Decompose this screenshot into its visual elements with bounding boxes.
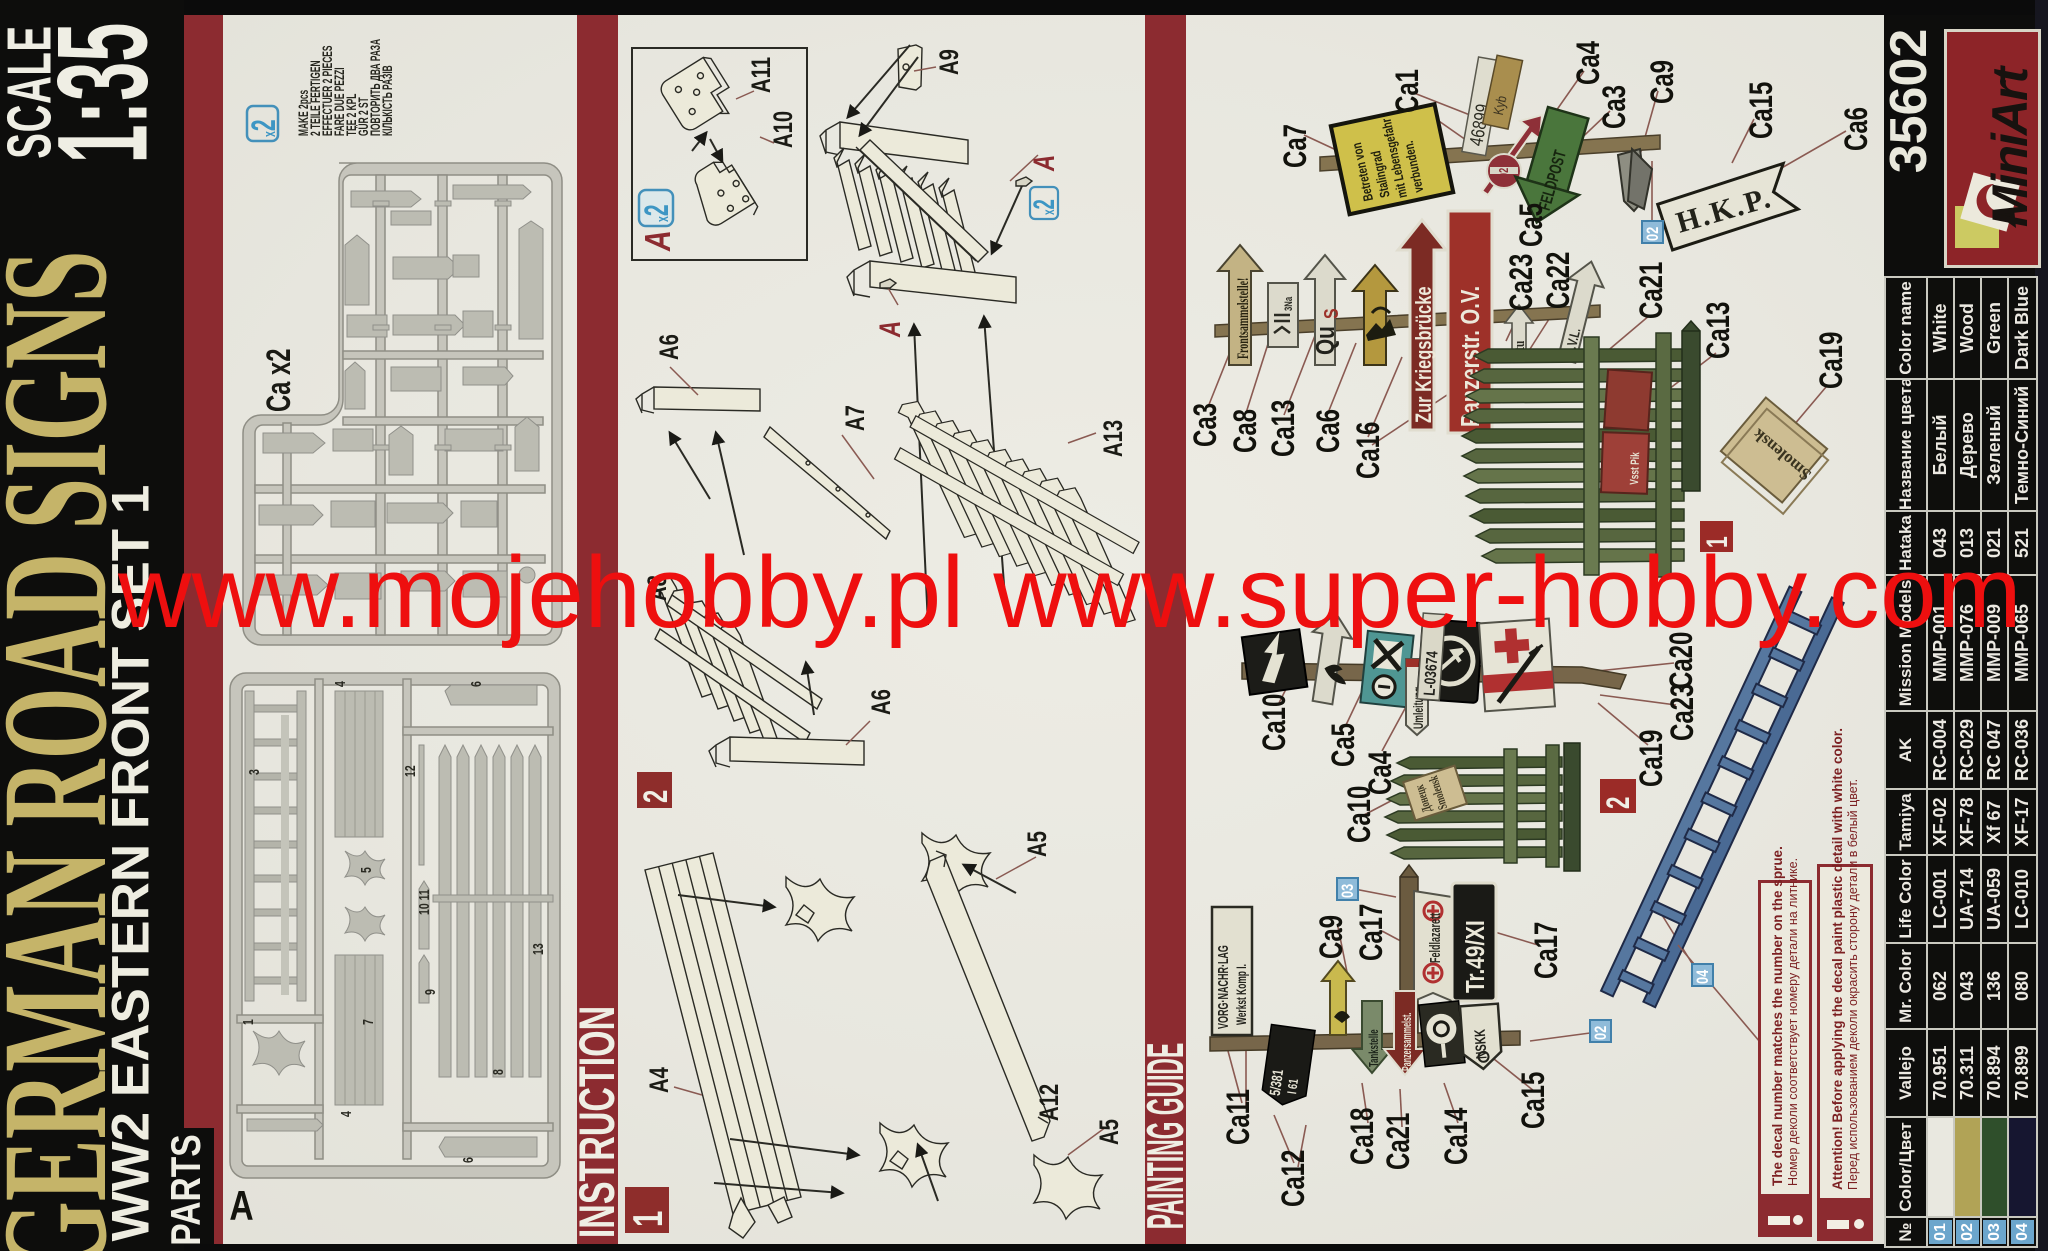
- svg-text:Ca19: Ca19: [1633, 730, 1669, 787]
- svg-text:Ca1: Ca1: [1389, 69, 1425, 113]
- svg-text:Kyb: Kyb: [1491, 94, 1510, 116]
- svg-text:2: 2: [1600, 797, 1636, 809]
- svg-text:Ca4: Ca4: [1570, 41, 1606, 85]
- svg-text:02: 02: [1643, 227, 1662, 241]
- svg-text:Ca13: Ca13: [1700, 302, 1736, 359]
- svg-text:S: S: [1320, 308, 1342, 319]
- svg-text:A9: A9: [934, 49, 965, 75]
- svg-text:2 TEILE FERTIGEN: 2 TEILE FERTIGEN: [309, 60, 324, 136]
- svg-text:Feldlazarett: Feldlazarett: [1427, 913, 1444, 963]
- svg-text:GÜR 2 ST: GÜR 2 ST: [356, 97, 372, 136]
- svg-text:Ca22: Ca22: [1540, 252, 1576, 309]
- svg-text:FARE DUE PEZZI: FARE DUE PEZZI: [333, 67, 348, 136]
- svg-text:A: A: [637, 230, 678, 252]
- svg-text:L-03674: L-03674: [1420, 650, 1441, 696]
- svg-text:Ca9: Ca9: [1644, 60, 1680, 104]
- svg-text:A5: A5: [1022, 831, 1053, 857]
- svg-text:Ca16: Ca16: [1350, 422, 1386, 479]
- svg-text:Ca7: Ca7: [1277, 124, 1313, 168]
- svg-text:A4: A4: [644, 1067, 675, 1094]
- svg-text:Ca15: Ca15: [1515, 1072, 1551, 1129]
- svg-text:A13: A13: [1098, 420, 1129, 457]
- svg-text:1: 1: [1702, 536, 1734, 548]
- svg-text:Ca23: Ca23: [1503, 254, 1539, 311]
- svg-text:Tankstelle: Tankstelle: [1367, 1029, 1382, 1067]
- svg-text:Frontsammelstelle!: Frontsammelstelle!: [1234, 278, 1252, 359]
- svg-text:A: A: [1027, 155, 1061, 172]
- svg-text:1: 1: [239, 1019, 256, 1025]
- svg-text:A6: A6: [866, 689, 897, 715]
- svg-text:12: 12: [401, 765, 418, 777]
- svg-text:I 61: I 61: [1286, 1078, 1302, 1095]
- svg-text:Ca10: Ca10: [1341, 786, 1377, 843]
- svg-text:ПОВТОРИТЬ ДВА РАЗА: ПОВТОРИТЬ ДВА РАЗА: [369, 38, 384, 136]
- svg-text:A5: A5: [1094, 1119, 1125, 1145]
- svg-text:Ca5: Ca5: [1325, 723, 1361, 767]
- svg-text:Ca4: Ca4: [1362, 751, 1398, 795]
- svg-text:Werkst Komp I.: Werkst Komp I.: [1235, 964, 1250, 1025]
- svg-text:Zur Kriegsbrücke: Zur Kriegsbrücke: [1412, 286, 1437, 423]
- svg-text:A6: A6: [654, 334, 685, 360]
- svg-text:Ca6: Ca6: [1838, 107, 1874, 151]
- svg-text:Ca12: Ca12: [1275, 1150, 1311, 1207]
- svg-text:02: 02: [1591, 1026, 1610, 1040]
- svg-text:A: A: [229, 1184, 253, 1230]
- svg-text:4: 4: [337, 1111, 354, 1117]
- svg-text:TEE 2 KPL: TEE 2 KPL: [345, 94, 360, 136]
- svg-text:Ca14: Ca14: [1438, 1107, 1474, 1165]
- svg-text:Ca19: Ca19: [1813, 332, 1849, 389]
- svg-text:КІЛЬКІСТЬ РАЗІВ: КІЛЬКІСТЬ РАЗІВ: [381, 65, 396, 136]
- svg-text:Ca18: Ca18: [1344, 1108, 1380, 1165]
- svg-text:Ca13: Ca13: [1265, 400, 1301, 457]
- svg-text:5/381: 5/381: [1266, 1068, 1287, 1096]
- svg-text:Ca x2: Ca x2: [260, 349, 298, 412]
- svg-text:9: 9: [421, 989, 438, 995]
- svg-text:Ca6: Ca6: [1310, 409, 1346, 453]
- svg-text:Ca20: Ca20: [1663, 632, 1699, 689]
- svg-text:4: 4: [331, 681, 348, 687]
- svg-text:Ca17: Ca17: [1528, 922, 1564, 979]
- svg-text:1: 1: [624, 1211, 672, 1227]
- svg-text:10 11: 10 11: [415, 889, 432, 915]
- svg-text:7: 7: [359, 1019, 376, 1025]
- svg-text:2: 2: [637, 790, 675, 803]
- svg-text:8: 8: [489, 1069, 506, 1075]
- svg-text:Qu: Qu: [1311, 326, 1340, 355]
- svg-text:Ca3: Ca3: [1187, 403, 1223, 447]
- svg-text:Ca21: Ca21: [1633, 262, 1669, 319]
- svg-text:13: 13: [529, 943, 546, 955]
- svg-text:Ca21: Ca21: [1380, 1113, 1416, 1170]
- svg-text:3Na: 3Na: [1283, 296, 1296, 311]
- svg-text:x2: x2: [1028, 199, 1062, 215]
- svg-text:A: A: [873, 321, 907, 338]
- svg-text:Ca3: Ca3: [1596, 85, 1632, 129]
- svg-text:Tr.49/XI: Tr.49/XI: [1461, 920, 1490, 993]
- svg-text:Ca5: Ca5: [1513, 203, 1549, 247]
- svg-text:EFFECTUER 2 PIECES: EFFECTUER 2 PIECES: [321, 45, 336, 136]
- svg-text:A7: A7: [840, 405, 871, 431]
- svg-text:Vsst Pik: Vsst Pik: [1629, 452, 1643, 485]
- svg-text:VORG·NACHR·LAG: VORG·NACHR·LAG: [1215, 945, 1232, 1029]
- svg-text:6: 6: [467, 681, 484, 687]
- svg-text:Ca9: Ca9: [1313, 915, 1349, 959]
- svg-text:03: 03: [1338, 884, 1357, 898]
- svg-text:A10: A10: [768, 111, 799, 148]
- svg-text:Panzersammelst.: Panzersammelst.: [1401, 1013, 1415, 1071]
- svg-text:Ca15: Ca15: [1743, 82, 1779, 139]
- svg-text:Ca17: Ca17: [1353, 904, 1389, 961]
- svg-text:Ca11: Ca11: [1220, 1089, 1256, 1145]
- svg-text:A11: A11: [746, 57, 777, 93]
- svg-text:5: 5: [357, 867, 374, 873]
- svg-text:A8: A8: [642, 575, 673, 601]
- svg-text:Ca23: Ca23: [1664, 684, 1700, 741]
- svg-text:04: 04: [1693, 969, 1712, 984]
- svg-text:Ca10: Ca10: [1256, 694, 1292, 751]
- svg-text:x2: x2: [244, 119, 282, 137]
- svg-text:6: 6: [459, 1157, 476, 1163]
- svg-text:602: 602: [1498, 168, 1512, 183]
- svg-text:MAKE 2pcs: MAKE 2pcs: [297, 90, 312, 136]
- svg-text:Ca8: Ca8: [1227, 409, 1263, 453]
- svg-text:A12: A12: [1034, 1084, 1065, 1121]
- svg-text:3: 3: [245, 769, 262, 775]
